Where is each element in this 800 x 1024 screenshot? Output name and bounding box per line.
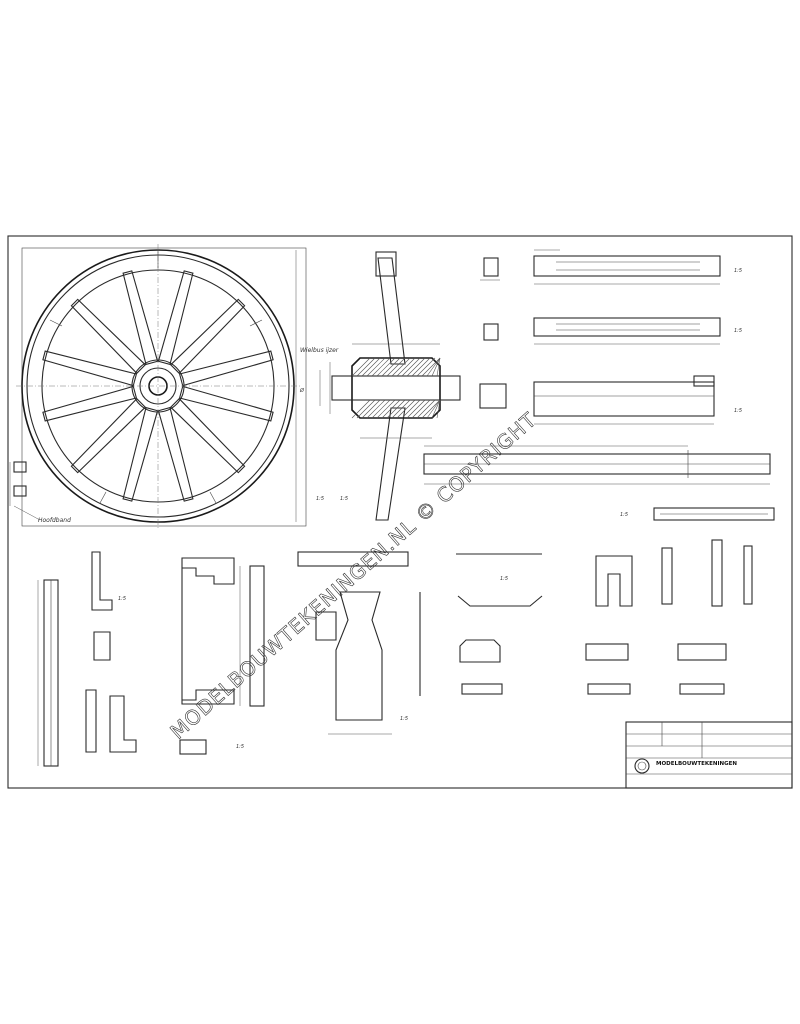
wheel-diameter-label: Ø — [299, 387, 305, 394]
svg-text:1:5: 1:5 — [620, 512, 628, 518]
svg-text:1:5: 1:5 — [734, 408, 742, 414]
hub-hatch-line — [401, 357, 421, 377]
hub-section-drawing: Wielbus ijzer 1:5 — [300, 251, 461, 521]
hub-hatch-line — [371, 399, 391, 419]
hub-hatch-line — [401, 399, 421, 419]
wheel-spoke — [70, 298, 147, 375]
svg-text:1:5: 1:5 — [400, 716, 408, 722]
svg-text:1:5: 1:5 — [734, 268, 742, 274]
wheel-spoke — [122, 406, 159, 502]
wheel-spoke — [157, 270, 194, 366]
wheel-spoke — [122, 270, 159, 366]
wheel-spoke — [70, 397, 147, 474]
copyright-watermark: MODELBOUWTEKENINGEN.NL © COPYRIGHT — [165, 407, 541, 743]
rim-detail — [9, 461, 41, 521]
felloe-joints — [49, 250, 263, 504]
company-seal-icon — [634, 758, 650, 774]
hub-hatch-line — [436, 399, 441, 419]
hub-hatching — [351, 357, 441, 419]
wheel-spoke — [169, 397, 246, 474]
title-block: MODELBOUWTEKENINGEN — [625, 721, 793, 789]
hub-hatch-line — [396, 357, 416, 377]
wheel-spoke — [42, 350, 138, 387]
hub-hatch-line — [406, 357, 426, 377]
spoke-side-view — [377, 257, 406, 365]
hub-hatch-line — [411, 357, 431, 377]
hub-hatch-line — [381, 399, 401, 419]
svg-text:1:5: 1:5 — [236, 744, 244, 750]
hub-hatch-line — [386, 399, 406, 419]
bar-parts: 1:5 1:5 1:5 1:5 — [423, 249, 775, 521]
hub-hatch-line — [376, 357, 396, 377]
hub-hatch-line — [396, 399, 416, 419]
hub-hatch-line — [356, 357, 376, 377]
wheel-spokes — [42, 270, 274, 502]
wheel-spoke — [157, 406, 194, 502]
hub-hatch-line — [376, 399, 396, 419]
title-block-company: MODELBOUWTEKENINGEN — [656, 761, 737, 767]
hub-hatch-line — [386, 357, 406, 377]
sheet-border — [7, 235, 793, 789]
hub-hatch-line — [436, 357, 441, 377]
hub-hatch-line — [351, 399, 371, 419]
wheel-spoke — [178, 385, 274, 422]
hub-hatch-line — [361, 399, 381, 419]
hub-section — [351, 357, 441, 419]
wheel-spoke — [169, 298, 246, 375]
hub-hatch-line — [356, 399, 376, 419]
hub-hatch-line — [381, 357, 401, 377]
spoke-tenon — [375, 251, 397, 277]
hub-note: Wielbus ijzer — [300, 347, 339, 354]
hub-hatch-line — [411, 399, 431, 419]
rim-note: Hoofdband — [38, 517, 71, 524]
hub-hatch-line — [421, 357, 441, 377]
wheel-spoke — [178, 350, 274, 387]
scale-mark: 1:5 — [340, 496, 348, 502]
wheel-drawing: Ø Hoofdband 1:5 — [9, 244, 324, 528]
hub-hatch-line — [416, 399, 436, 419]
hub-hatch-line — [421, 399, 441, 419]
spoke-side-view-lower — [375, 407, 406, 521]
small-parts: 1:5 1:5 1:5 1:5 — [37, 539, 753, 767]
hub-hatch-line — [366, 357, 386, 377]
hub-hatch-line — [431, 399, 441, 419]
svg-text:1:5: 1:5 — [118, 596, 126, 602]
svg-text:1:5: 1:5 — [500, 576, 508, 582]
hub-hatch-line — [431, 357, 441, 377]
svg-text:1:5: 1:5 — [734, 328, 742, 334]
scale-mark: 1:5 — [316, 496, 324, 502]
hub-hatch-line — [391, 399, 411, 419]
hub-hatch-line — [406, 399, 426, 419]
hub-hatch-line — [391, 357, 411, 377]
hub-hatch-line — [416, 357, 436, 377]
hub-hatch-line — [361, 357, 381, 377]
hub-hatch-line — [366, 399, 386, 419]
hub-hatch-line — [351, 357, 371, 377]
hub-bore — [331, 375, 461, 401]
hub-hatch-line — [371, 357, 391, 377]
hub-hatch-line — [426, 357, 441, 377]
wheel-spoke — [42, 385, 138, 422]
hub-hatch-line — [426, 399, 441, 419]
